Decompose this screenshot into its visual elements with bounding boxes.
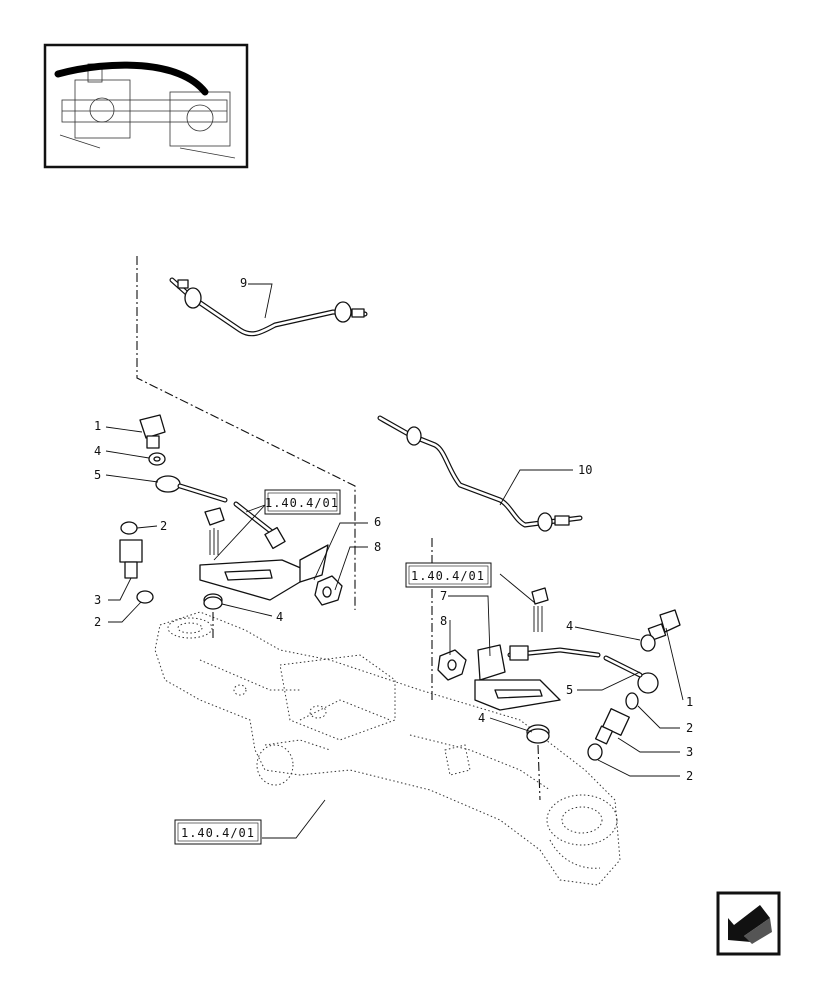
callout-left-8: 8 (374, 540, 381, 554)
callout-right-8: 8 (440, 614, 447, 628)
assembly-group-outline-left (136, 256, 356, 610)
right-fitting-group (437, 587, 681, 801)
callout-left-2a: 2 (160, 519, 167, 533)
callout-right-4a: 4 (566, 619, 573, 633)
reference-box-middle[interactable]: 1.40.4/01 (405, 562, 492, 588)
callout-left-3: 3 (94, 593, 101, 607)
previous-page-arrow-icon[interactable] (716, 891, 781, 956)
callout-9: 9 (240, 276, 247, 290)
callout-left-2b: 2 (94, 615, 101, 629)
callout-left-1: 1 (94, 419, 101, 433)
brake-pipe-10 (377, 415, 583, 532)
callout-right-2a: 2 (686, 721, 693, 735)
brake-pipe-9 (169, 277, 368, 337)
reference-box-upper[interactable]: 1.40.4/01 (264, 489, 341, 515)
callout-left-4: 4 (94, 444, 101, 458)
axle-housing (154, 611, 621, 886)
callout-right-4b: 4 (478, 711, 485, 725)
callout-right-7: 7 (440, 589, 447, 603)
reference-box-bottom[interactable]: 1.40.4/01 (174, 819, 262, 845)
callout-left-4b: 4 (276, 610, 283, 624)
callout-right-2b: 2 (686, 769, 693, 783)
callout-right-3: 3 (686, 745, 693, 759)
callout-left-6: 6 (374, 515, 381, 529)
callout-right-5: 5 (566, 683, 573, 697)
axle-thumbnail-icon[interactable] (43, 43, 249, 169)
reference-label-middle: 1.40.4/01 (411, 569, 485, 583)
callout-right-1: 1 (686, 695, 693, 709)
leader-lines (105, 283, 684, 839)
left-fitting-group (119, 414, 343, 640)
callout-10: 10 (578, 463, 592, 477)
reference-label-upper: 1.40.4/01 (265, 496, 339, 510)
callout-labels: 9 10 1 4 5 2 3 2 4 6 8 7 8 4 5 4 1 2 3 2 (94, 276, 693, 783)
reference-label-bottom: 1.40.4/01 (181, 826, 255, 840)
callout-left-5: 5 (94, 468, 101, 482)
